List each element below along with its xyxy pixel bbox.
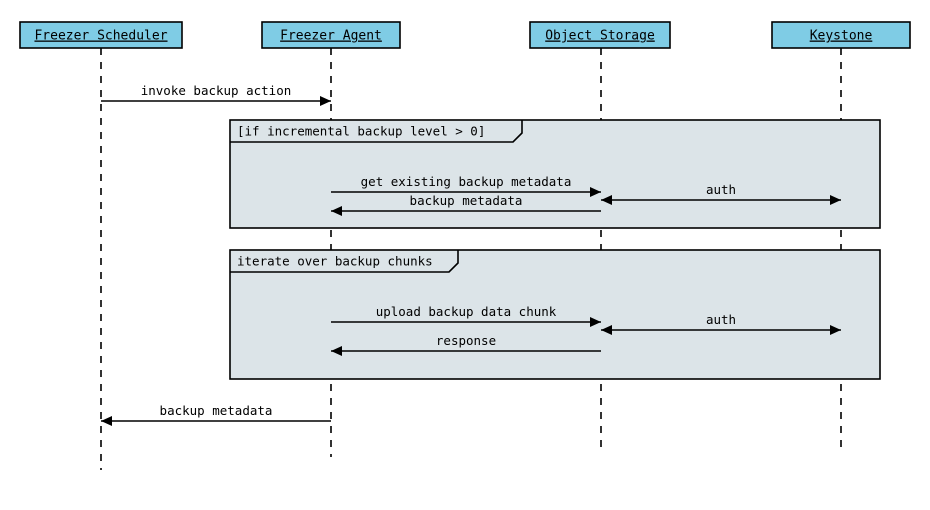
msg-auth-1-arrowhead-right: [830, 195, 841, 205]
msg-response-arrowhead: [331, 346, 342, 356]
msg-backup-metadata-2: backup metadata: [101, 403, 331, 426]
participant-label-scheduler: Freezer Scheduler: [34, 29, 167, 44]
participant-box-keystone[interactable]: [771, 21, 911, 49]
participant-storage[interactable]: Object Storage: [529, 21, 671, 49]
msg-backup-metadata-2-label: backup metadata: [160, 403, 273, 418]
msg-response: response: [331, 333, 601, 356]
fragment-incremental-tab: [230, 120, 523, 143]
msg-auth-2-arrowhead-left: [601, 325, 612, 335]
participant-box-agent[interactable]: [261, 21, 401, 49]
participant-label-keystone: Keystone: [810, 29, 873, 44]
participant-label-agent: Freezer Agent: [280, 29, 382, 44]
msg-upload-backup-data-chunk: upload backup data chunk: [331, 304, 601, 327]
lifelines-layer: [100, 48, 842, 470]
msg-backup-metadata-1: backup metadata: [331, 193, 601, 216]
msg-get-existing-backup-metadata-label: get existing backup metadata: [361, 174, 572, 189]
participant-scheduler[interactable]: Freezer Scheduler: [19, 21, 183, 49]
fragment-iterate-tab: [230, 250, 459, 273]
participants-layer: Freezer Scheduler Freezer Agent Object Sto…: [19, 21, 911, 49]
msg-invoke-backup-action-arrowhead: [320, 96, 331, 106]
msg-invoke-backup-action-label: invoke backup action: [141, 83, 292, 98]
msg-backup-metadata-2-arrowhead: [101, 416, 112, 426]
msg-auth-1: auth: [601, 182, 841, 205]
participant-box-scheduler[interactable]: [19, 21, 183, 49]
participant-agent[interactable]: Freezer Agent: [261, 21, 401, 49]
participant-keystone[interactable]: Keystone: [771, 21, 911, 49]
msg-backup-metadata-1-label: backup metadata: [410, 193, 523, 208]
fragment-incremental: [229, 119, 881, 229]
msg-auth-2-label: auth: [706, 312, 736, 327]
msg-upload-backup-data-chunk-label: upload backup data chunk: [376, 304, 557, 319]
msg-auth-1-label: auth: [706, 182, 736, 197]
msg-auth-2-arrowhead-right: [830, 325, 841, 335]
msg-auth-1-arrowhead-left: [601, 195, 612, 205]
msg-auth-2: auth: [601, 312, 841, 335]
msg-get-existing-backup-metadata-arrowhead: [590, 187, 601, 197]
msg-invoke-backup-action: invoke backup action: [101, 83, 331, 106]
messages-layer: invoke backup action get existing backup …: [101, 83, 841, 426]
msg-upload-backup-data-chunk-arrowhead: [590, 317, 601, 327]
msg-response-label: response: [436, 333, 496, 348]
fragment-iterate-label: iterate over backup chunks: [237, 254, 433, 269]
fragments-layer: [if incremental backup level > 0] iterate…: [229, 119, 881, 380]
msg-backup-metadata-1-arrowhead: [331, 206, 342, 216]
msg-get-existing-backup-metadata: get existing backup metadata: [331, 174, 601, 197]
fragment-incremental-label: [if incremental backup level > 0]: [237, 124, 485, 139]
participant-label-storage: Object Storage: [545, 29, 655, 44]
fragment-iterate: [229, 249, 881, 380]
participant-box-storage[interactable]: [529, 21, 671, 49]
